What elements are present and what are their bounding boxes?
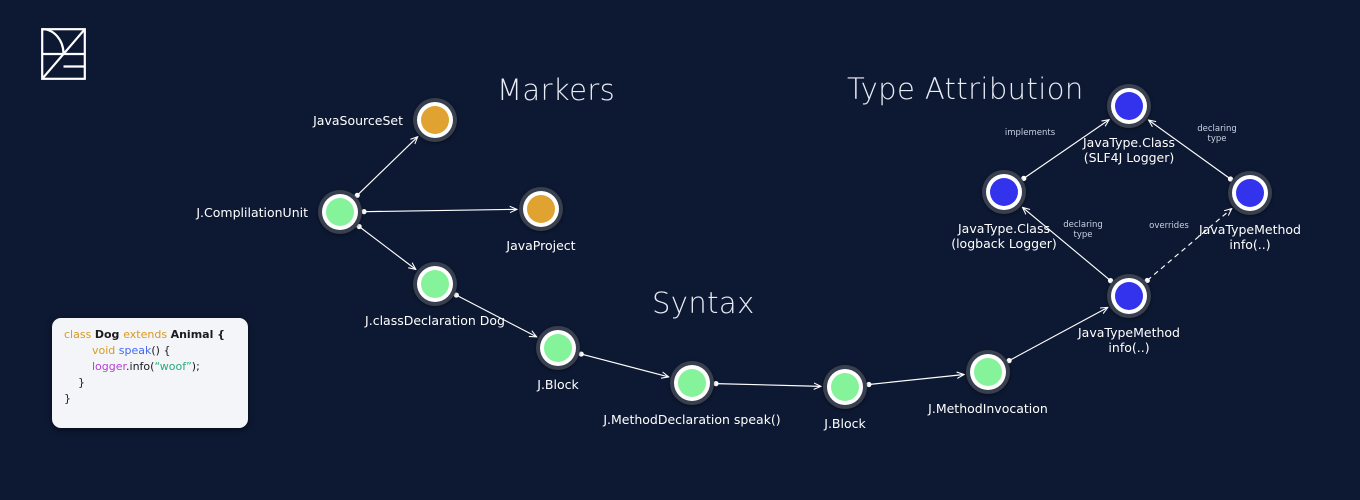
edge-label-jtm1-to-jtc_slf4j: declaring type — [1197, 124, 1237, 144]
graph-node-methinv[interactable] — [966, 350, 1010, 394]
node-label-classdecl: J.classDeclaration Dog — [365, 313, 505, 328]
node-inner-ring — [1111, 88, 1147, 124]
edge-source-dot — [361, 209, 367, 215]
node-inner-ring — [540, 330, 576, 366]
node-label-cu: J.ComplilationUnit — [196, 204, 308, 220]
graph-edge-methinv-to-jtm2 — [1008, 307, 1108, 362]
node-label-jproj: JavaProject — [506, 238, 576, 253]
node-inner-ring — [1111, 278, 1147, 314]
node-label-methdecl: J.MethodDeclaration speak() — [603, 412, 781, 427]
node-core-green — [974, 358, 1002, 386]
node-core-orange — [527, 195, 555, 223]
graph-node-jtm1[interactable] — [1228, 171, 1272, 215]
node-inner-ring — [523, 191, 559, 227]
node-inner-ring — [827, 369, 863, 405]
code-token-plain: } — [78, 376, 85, 389]
node-inner-ring — [674, 365, 710, 401]
code-token-ident: Animal { — [170, 328, 226, 341]
graph-edge-jtm2-to-jtc_lb — [1022, 207, 1111, 282]
code-token-plain: () { — [151, 344, 171, 357]
node-label-block1: J.Block — [537, 377, 579, 392]
section-title-markers: Markers — [497, 73, 616, 107]
graph-node-classdecl[interactable] — [413, 262, 457, 306]
graph-node-jtm2[interactable] — [1107, 274, 1151, 318]
graph-node-block1[interactable] — [536, 326, 580, 370]
graph-edge-cu-to-classdecl — [358, 226, 416, 269]
graph-edge-jtc_lb-to-jtc_slf4j — [1023, 120, 1109, 179]
node-core-green — [831, 373, 859, 401]
graph-edge-jtm2-to-jtm1 — [1146, 209, 1231, 281]
edge-source-dot — [356, 223, 362, 230]
moderne-logo — [41, 28, 86, 80]
node-inner-ring — [970, 354, 1006, 390]
code-token-kw: class — [64, 328, 95, 341]
node-core-blue — [1115, 282, 1143, 310]
graph-edge-methdecl-to-block2 — [715, 384, 821, 387]
code-token-str: “woof” — [154, 360, 192, 373]
code-token-plain: ); — [191, 360, 200, 373]
node-core-green — [544, 334, 572, 362]
code-token-kw: extends — [123, 328, 171, 341]
code-token-plain: .info( — [126, 360, 155, 373]
node-core-green — [326, 198, 354, 226]
node-core-blue — [1115, 92, 1143, 120]
edge-label-jtc_lb-to-jtc_slf4j: implements — [1004, 128, 1056, 138]
node-inner-ring — [417, 102, 453, 138]
section-title-syntax: Syntax — [652, 286, 755, 320]
node-label-jss: JavaSourceSet — [313, 112, 403, 128]
node-inner-ring — [322, 194, 358, 230]
graph-node-jss[interactable] — [413, 98, 457, 142]
node-inner-ring — [1232, 175, 1268, 211]
code-token-guide — [64, 376, 78, 389]
section-title-type-attribution: Type Attribution — [847, 72, 1084, 106]
node-label-methinv: J.MethodInvocation — [928, 401, 1048, 416]
node-inner-ring — [986, 174, 1022, 210]
code-token-plain: } — [64, 392, 71, 405]
edge-source-dot — [713, 381, 719, 387]
edge-source-dot — [866, 381, 872, 388]
graph-edge-block2-to-methinv — [868, 375, 964, 386]
node-core-green — [678, 369, 706, 397]
edge-label-jtm2-to-jtc_lb: declaring type — [1063, 220, 1103, 240]
node-label-block2: J.Block — [824, 416, 866, 431]
edge-source-dot — [453, 292, 459, 298]
edge-label-jtm2-to-jtm1: overrides — [1149, 221, 1189, 231]
code-token-fn: speak — [118, 344, 152, 357]
graph-edge-cu-to-jproj — [363, 209, 517, 211]
graph-node-jtc_slf4j[interactable] — [1107, 84, 1151, 128]
graph-edge-block1-to-methdecl — [581, 353, 669, 377]
node-inner-ring — [417, 266, 453, 302]
node-label-jtm2: JavaTypeMethod info(..) — [1078, 325, 1180, 355]
graph-node-methdecl[interactable] — [670, 361, 714, 405]
graph-node-jtc_lb[interactable] — [982, 170, 1026, 214]
code-token-kw: void — [91, 344, 119, 357]
node-core-green — [421, 270, 449, 298]
code-token-ident: Dog — [94, 328, 124, 341]
node-label-jtc_slf4j: JavaType.Class (SLF4J Logger) — [1083, 135, 1175, 165]
node-core-blue — [1236, 179, 1264, 207]
java-code-snippet-card: class Dog extends Animal { void speak() … — [52, 318, 248, 428]
node-core-orange — [421, 106, 449, 134]
code-token-guide — [64, 344, 92, 357]
edge-source-dot — [578, 351, 584, 357]
graph-edge-cu-to-jss — [356, 137, 418, 196]
node-label-jtc_lb: JavaType.Class (logback Logger) — [951, 221, 1057, 251]
node-label-jtm1: JavaTypeMethod info(..) — [1199, 222, 1301, 252]
graph-node-block2[interactable] — [823, 365, 867, 409]
graph-edge-classdecl-to-block1 — [456, 294, 536, 337]
graph-node-cu[interactable] — [318, 190, 362, 234]
graph-edge-jtm1-to-jtc_slf4j — [1148, 120, 1231, 180]
code-token-guide — [64, 360, 92, 373]
code-token-var: logger — [91, 360, 127, 373]
java-code-snippet-text: class Dog extends Animal { void speak() … — [64, 327, 238, 407]
node-core-blue — [990, 178, 1018, 206]
graph-node-jproj[interactable] — [519, 187, 563, 231]
